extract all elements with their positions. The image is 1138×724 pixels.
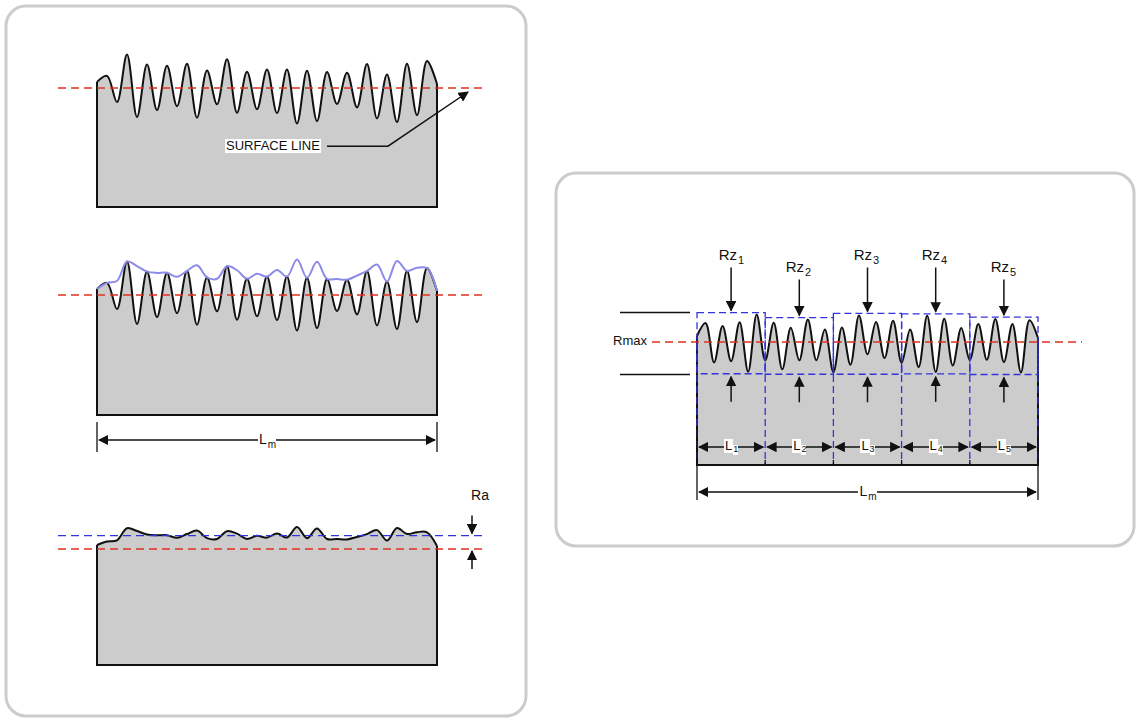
mean-line	[58, 535, 482, 536]
dimension-tick	[765, 460, 766, 465]
subscript: 3	[873, 254, 879, 266]
left-panel	[6, 6, 526, 716]
segment-divider	[765, 342, 766, 465]
parameter-label: Rmax	[612, 334, 648, 348]
rz-bottom-arrow	[1003, 377, 1005, 402]
surface-block-outline	[97, 82, 437, 207]
leader-line	[327, 92, 468, 146]
subscript: 4	[938, 445, 943, 455]
rmax-extent-line	[620, 374, 690, 376]
segment-divider	[969, 342, 970, 465]
subscript: 1	[738, 254, 744, 266]
rz-block-outline	[697, 336, 1038, 465]
surface-line	[58, 87, 482, 88]
sampling-box	[833, 313, 901, 374]
subscript: m	[268, 439, 276, 450]
dimension-tick	[696, 430, 697, 500]
rectified-block-profile	[97, 527, 437, 546]
subscript: 3	[870, 445, 875, 455]
parameter-label: Rz	[718, 247, 738, 264]
dimension-tick	[436, 422, 437, 452]
subscript: 2	[801, 445, 806, 455]
profile-block-fill	[97, 262, 437, 415]
segment-divider	[833, 342, 834, 465]
sampling-box	[902, 314, 970, 374]
subscript: 5	[1010, 266, 1016, 278]
dimension-tick	[96, 422, 97, 452]
callout-text: SURFACE LINE	[225, 139, 321, 153]
center-line	[58, 294, 482, 295]
parameter-label: Rz	[990, 259, 1010, 276]
dimension-label: L	[858, 484, 868, 499]
sampling-box	[970, 317, 1038, 374]
segment-divider	[901, 342, 902, 465]
rz-block-profile	[697, 315, 1038, 373]
surface-block-fill	[97, 55, 437, 207]
sampling-box	[765, 318, 833, 375]
dimension-label: L	[724, 439, 733, 453]
rz-bottom-arrow	[730, 377, 732, 402]
ra-arrow	[471, 516, 473, 534]
rmax-extent-line	[620, 312, 690, 314]
right-panel	[556, 173, 1134, 546]
rz-block-fill	[697, 315, 1038, 465]
profile-block-outline	[97, 289, 437, 415]
subscript: 4	[941, 254, 947, 266]
rz-top-arrow	[867, 268, 869, 312]
ra-arrow	[471, 551, 473, 569]
parameter-label: Rz	[853, 247, 873, 264]
rz-top-arrow	[1003, 280, 1005, 316]
dimension-label: L	[929, 439, 938, 453]
subscript: m	[868, 491, 876, 502]
dimension-label: L	[860, 439, 869, 453]
subscript: 5	[1006, 445, 1011, 455]
subscript: 2	[805, 266, 811, 278]
rectified-block-outline	[97, 545, 437, 665]
dimension-label: L	[792, 439, 801, 453]
dimension-tick	[1037, 430, 1038, 500]
dimension-label: L	[258, 432, 268, 447]
rz-top-arrow	[799, 280, 801, 316]
surface-block-profile	[97, 55, 437, 124]
center-line	[652, 341, 1082, 342]
dimension-label: L	[997, 439, 1006, 453]
reflected-profile	[97, 260, 437, 291]
rz-top-arrow	[935, 268, 937, 312]
sampling-box	[697, 313, 765, 374]
rz-top-arrow	[730, 268, 732, 311]
parameter-label: Rz	[921, 247, 941, 264]
dimension-tick	[969, 460, 970, 465]
dimension-tick	[833, 460, 834, 465]
dimension-tick	[901, 460, 902, 465]
parameter-label: Rz	[785, 259, 805, 276]
parameter-label: Ra	[470, 488, 490, 503]
rectified-block-fill	[97, 527, 437, 665]
center-line	[58, 548, 482, 549]
rz-bottom-arrow	[867, 377, 869, 402]
rz-bottom-arrow	[935, 377, 937, 402]
rz-bottom-arrow	[799, 377, 801, 402]
subscript: 1	[733, 445, 738, 455]
